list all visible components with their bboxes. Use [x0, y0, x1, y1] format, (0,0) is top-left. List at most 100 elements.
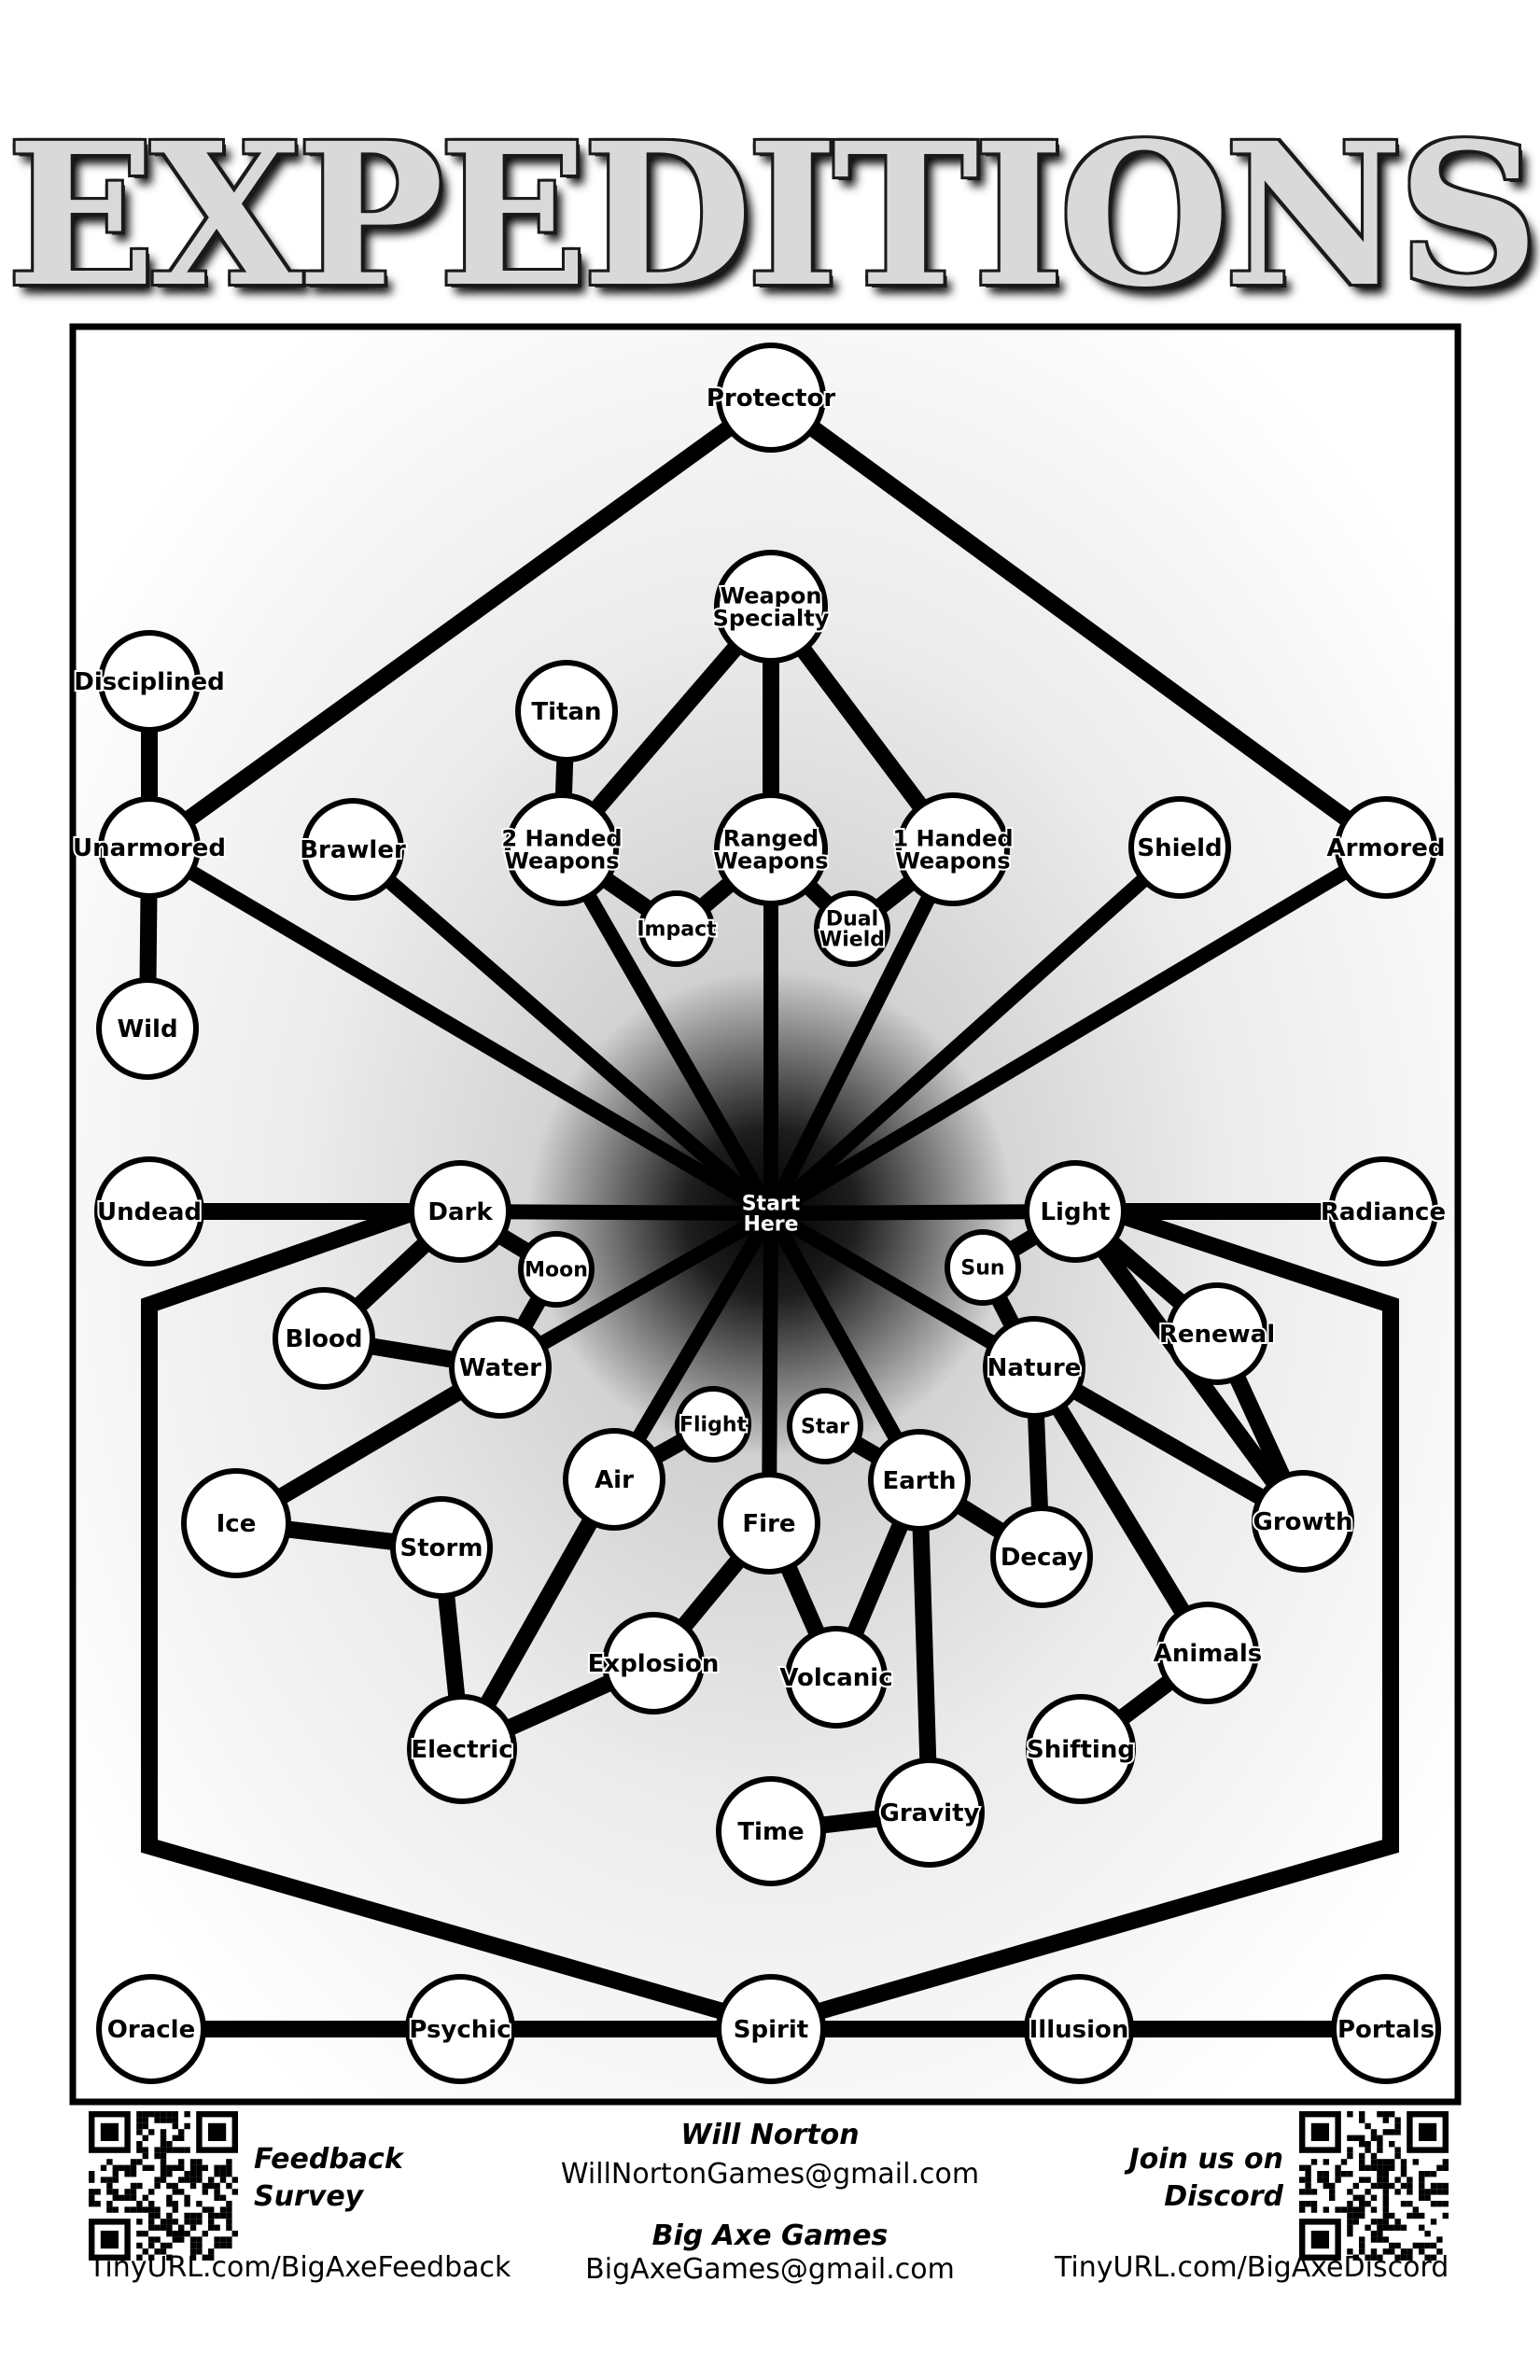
node-radiance[interactable]: Radiance	[1319, 1156, 1448, 1267]
node-label-line: Earth	[882, 1467, 956, 1495]
node-illusion[interactable]: Illusion	[1024, 1974, 1134, 2084]
qr-module	[219, 2194, 227, 2201]
discord-url[interactable]: TinyURL.com/BigAxeDiscord	[1055, 2251, 1449, 2284]
qr-module	[1370, 2159, 1378, 2165]
qr-module	[1400, 2248, 1407, 2255]
node-shifting[interactable]: Shifting	[1025, 1694, 1137, 1804]
qr-module	[1424, 2242, 1431, 2249]
qr-module	[196, 2159, 203, 2165]
node-star[interactable]: Star	[787, 1388, 863, 1464]
qr-module	[1365, 2254, 1371, 2261]
qr-module	[219, 2242, 227, 2249]
node-titan[interactable]: Titan	[515, 660, 618, 763]
node-spirit[interactable]: Spirit	[716, 1974, 826, 2084]
qr-module	[112, 2164, 119, 2171]
node-nature[interactable]: Nature	[983, 1316, 1085, 1419]
node-storm[interactable]: Storm	[390, 1496, 493, 1599]
qr-module	[106, 2159, 113, 2165]
node-water[interactable]: Water	[449, 1316, 552, 1419]
qr-module	[89, 2177, 95, 2183]
feedback-qr-code[interactable]	[89, 2111, 238, 2261]
qr-module	[148, 2111, 155, 2118]
node-label-moon: Moon	[525, 1259, 588, 1282]
qr-module	[184, 2201, 190, 2207]
qr-module	[142, 2194, 148, 2201]
node-flight[interactable]: Flight	[675, 1386, 751, 1463]
company-name: Big Axe Games	[651, 2219, 889, 2252]
node-air[interactable]: Air	[563, 1428, 665, 1531]
author-email[interactable]: WillNortonGames@gmail.com	[560, 2158, 980, 2191]
qr-module	[1370, 2231, 1378, 2237]
qr-module	[1377, 2147, 1383, 2153]
node-decay[interactable]: Decay	[990, 1505, 1093, 1608]
node-psychic[interactable]: Psychic	[405, 1974, 515, 2084]
qr-module	[119, 2164, 125, 2171]
qr-module	[226, 2242, 232, 2249]
node-circle-impact	[638, 890, 715, 967]
qr-module	[136, 2231, 143, 2237]
qr-module	[136, 2129, 143, 2135]
qr-module	[1347, 2219, 1353, 2225]
node-wild[interactable]: Wild	[96, 977, 199, 1080]
company-email[interactable]: BigAxeGames@gmail.com	[585, 2253, 955, 2286]
node-oracle[interactable]: Oracle	[96, 1974, 206, 2084]
node-earth[interactable]: Earth	[868, 1429, 971, 1532]
qr-module	[1370, 2182, 1378, 2190]
node-fire[interactable]: Fire	[718, 1472, 820, 1575]
qr-module	[1359, 2177, 1365, 2183]
qr-module	[1424, 2231, 1431, 2237]
qr-module	[106, 2201, 113, 2207]
node-explosion[interactable]: Explosion	[586, 1612, 721, 1715]
node-label-line: Volcanic	[779, 1664, 892, 1692]
discord-qr-code[interactable]	[1299, 2111, 1449, 2261]
node-label-line: Weapons	[504, 847, 619, 874]
node-dark[interactable]: Dark	[409, 1160, 511, 1263]
qr-module	[1370, 2135, 1378, 2141]
node-unarmored[interactable]: Unarmored	[71, 796, 228, 899]
node-sun[interactable]: Sun	[945, 1229, 1021, 1306]
node-portals[interactable]: Portals	[1331, 1974, 1441, 2084]
feedback-url[interactable]: TinyURL.com/BigAxeFeedback	[89, 2251, 511, 2284]
node-circle-dark	[409, 1160, 511, 1263]
node-impact[interactable]: Impact	[635, 890, 719, 967]
node-electric[interactable]: Electric	[407, 1694, 517, 1804]
node-growth[interactable]: Growth	[1252, 1470, 1354, 1573]
node-armored[interactable]: Armored	[1325, 796, 1447, 899]
node-volcanic[interactable]: Volcanic	[777, 1626, 895, 1729]
node-label-impact: Impact	[637, 918, 717, 942]
node-circle-nature	[983, 1316, 1085, 1419]
node-renewal[interactable]: Renewal	[1157, 1282, 1277, 1385]
node-brawler[interactable]: Brawler	[298, 798, 408, 901]
node-circle-water	[449, 1316, 552, 1419]
node-label-disciplined: Disciplined	[74, 668, 224, 696]
node-blood[interactable]: Blood	[273, 1287, 375, 1390]
qr-module	[1365, 2122, 1371, 2130]
qr-module	[1347, 2135, 1353, 2141]
qr-module	[1389, 2242, 1395, 2249]
node-label-blood: Blood	[285, 1325, 362, 1353]
node-animals[interactable]: Animals	[1152, 1602, 1264, 1704]
node-light[interactable]: Light	[1024, 1160, 1127, 1263]
qr-module	[1430, 2182, 1437, 2190]
node-moon[interactable]: Moon	[518, 1231, 595, 1308]
node-protector[interactable]: Protector	[705, 343, 837, 453]
node-disciplined[interactable]: Disciplined	[72, 630, 227, 733]
node-label-line: Wield	[819, 929, 885, 952]
qr-module	[1436, 2182, 1443, 2190]
qr-module	[1335, 2206, 1341, 2213]
node-time[interactable]: Time	[716, 1776, 826, 1886]
node-gravity[interactable]: Gravity	[875, 1757, 985, 1868]
qr-module	[1370, 2254, 1378, 2261]
node-circle-armored	[1335, 796, 1437, 899]
node-shield[interactable]: Shield	[1128, 796, 1231, 899]
node-ice[interactable]: Ice	[181, 1468, 291, 1578]
qr-module	[1370, 2129, 1378, 2135]
node-undead[interactable]: Undead	[94, 1156, 204, 1267]
qr-module	[160, 2159, 167, 2165]
